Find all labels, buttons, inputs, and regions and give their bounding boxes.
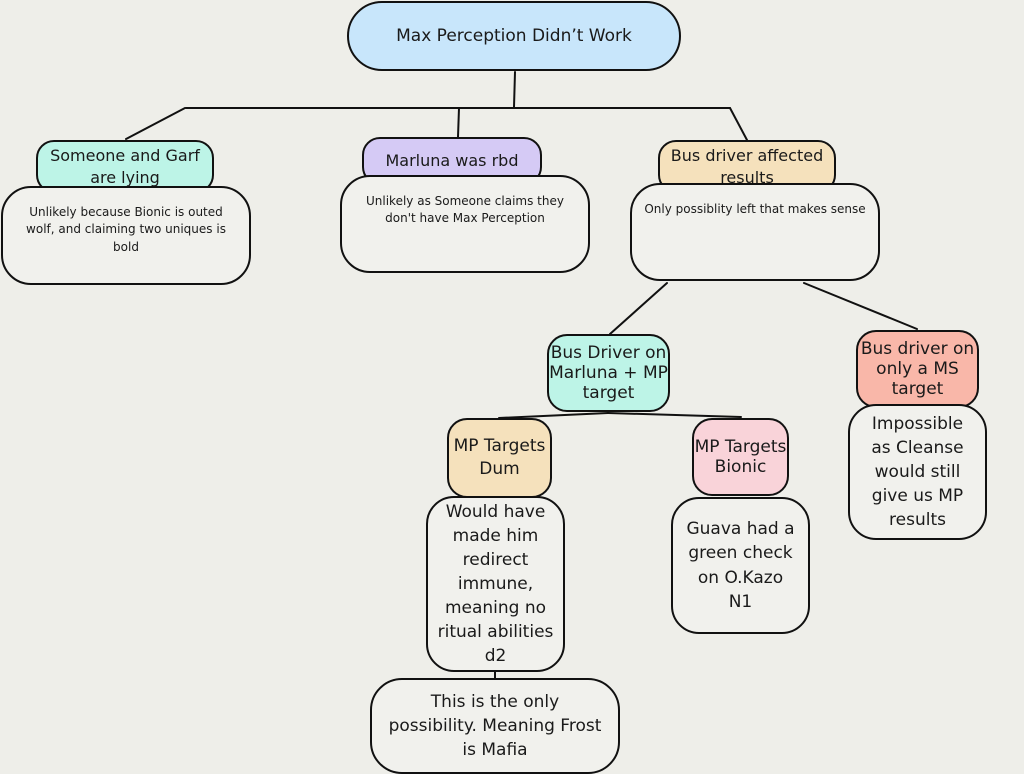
leaf-label: MP Targets Bionic [694,437,787,477]
branch-label: Bus driver affected results [670,145,824,187]
note-text: Unlikely as Someone claims they don't ha… [366,194,564,226]
sub-branch-label: Bus Driver on Marluna + MP target [549,343,668,403]
note-text: Unlikely because Bionic is outed wolf, a… [26,205,226,254]
sub-branch-note-ms-target: Impossible as Cleanse would still give u… [848,404,987,540]
leaf-mp-targets-dum: MP Targets Dum [447,418,552,498]
leaf-note-mp-targets-bionic: Guava had a green check on O.Kazo N1 [671,497,810,634]
sub-branch-label: Bus driver on only a MS target [860,339,975,399]
connector-to-rbd [457,107,460,138]
branch-label: Marluna was rbd [385,151,519,171]
leaf-label: MP Targets Dum [453,435,546,479]
connector-bus-to-marluna [609,282,668,335]
note-text: Would have made him redirect immune, mea… [437,501,554,667]
conclusion-node: This is the only possibility. Meaning Fr… [370,678,620,774]
branch-note-marluna-rbd: Unlikely as Someone claims they don't ha… [340,175,590,273]
connector-to-bus [729,107,748,141]
conclusion-text: This is the only possibility. Meaning Fr… [388,691,602,761]
connector-bus-to-ms [803,282,918,330]
note-text: Only possiblity left that makes sense [644,202,866,216]
branch-note-someone-garf-lying: Unlikely because Bionic is outed wolf, a… [1,186,251,285]
note-text: Guava had a green check on O.Kazo N1 [686,519,795,612]
connector-marluna-to-bionic [607,412,742,418]
root-label: Max Perception Didn’t Work [396,26,632,46]
leaf-mp-targets-bionic: MP Targets Bionic [692,418,789,496]
sub-branch-bus-driver-ms-target: Bus driver on only a MS target [856,330,979,408]
branch-note-bus-driver-affected: Only possiblity left that makes sense [630,183,880,281]
connector-marluna-to-dum [498,412,609,419]
sub-branch-bus-driver-marluna: Bus Driver on Marluna + MP target [547,334,670,412]
connector-root-trunk [513,71,516,108]
leaf-note-mp-targets-dum: Would have made him redirect immune, mea… [426,496,565,672]
connector-to-lying [125,107,186,140]
branch-label: Someone and Garf are lying [50,145,200,187]
note-text: Impossible as Cleanse would still give u… [871,413,964,531]
root-node: Max Perception Didn’t Work [347,1,681,71]
